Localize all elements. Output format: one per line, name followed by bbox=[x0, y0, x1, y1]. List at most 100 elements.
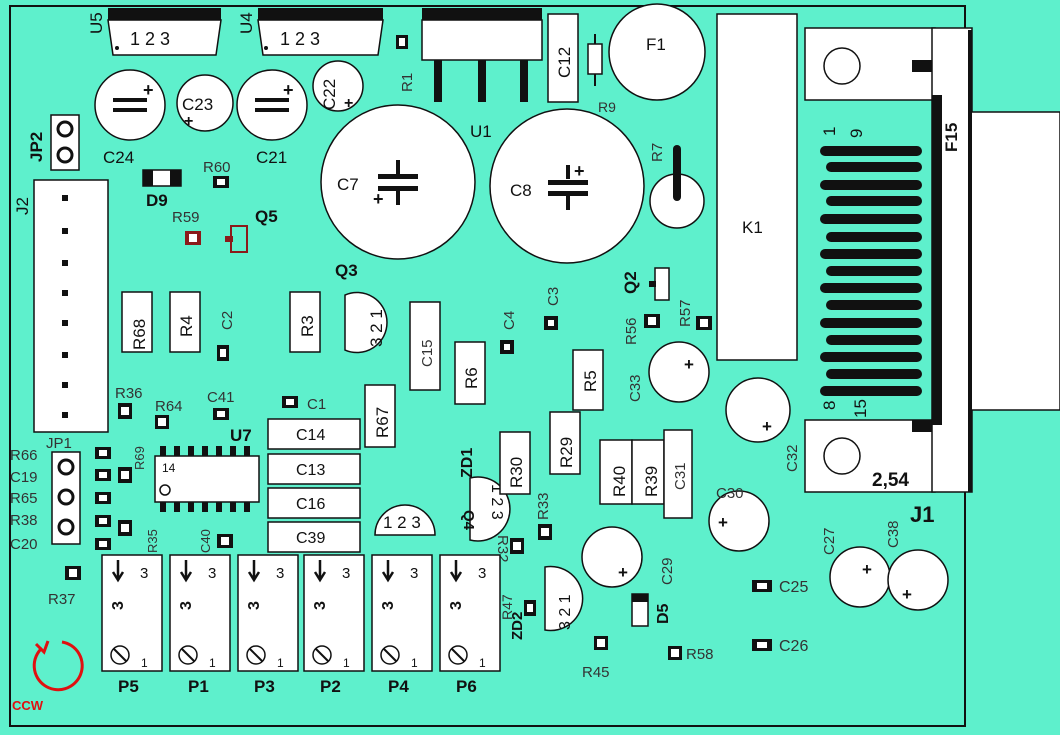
svg-text:R4: R4 bbox=[177, 315, 196, 337]
capacitor-c3: C3 bbox=[544, 287, 562, 330]
ic-u7: 14 U7 bbox=[154, 426, 260, 512]
svg-text:3 2 1: 3 2 1 bbox=[557, 594, 574, 630]
capacitor-c40: C40 bbox=[198, 529, 233, 553]
svg-text:1: 1 bbox=[820, 127, 839, 136]
svg-text:C14: C14 bbox=[296, 427, 325, 444]
svg-text:C26: C26 bbox=[779, 638, 808, 655]
svg-text:3: 3 bbox=[110, 601, 127, 610]
capacitor-c8: + C8 bbox=[489, 108, 645, 264]
capacitor-c30: + C30 bbox=[708, 485, 770, 552]
svg-text:Q5: Q5 bbox=[255, 207, 278, 226]
svg-text:C4: C4 bbox=[501, 311, 518, 330]
svg-text:1: 1 bbox=[343, 656, 350, 670]
svg-text:R39: R39 bbox=[642, 466, 661, 497]
resistor-r64: R64 bbox=[155, 398, 183, 429]
resistor-r58: R58 bbox=[668, 646, 714, 663]
svg-text:R29: R29 bbox=[557, 437, 576, 468]
j1-pins bbox=[820, 146, 922, 396]
svg-text:Q2: Q2 bbox=[621, 271, 640, 294]
capacitor-c31: C31 bbox=[663, 429, 693, 519]
resistor-r68: R68 bbox=[121, 291, 153, 353]
svg-text:R57: R57 bbox=[677, 299, 694, 327]
capacitor-c1: C1 bbox=[282, 396, 326, 413]
resistor-r47: R47 bbox=[499, 594, 536, 620]
resistor-r5: R5 bbox=[572, 349, 604, 411]
transistor-q5: Q5 bbox=[225, 207, 278, 253]
svg-text:3: 3 bbox=[478, 565, 486, 582]
svg-text:1: 1 bbox=[411, 656, 418, 670]
transistor-to92: 1 2 3 bbox=[374, 504, 436, 536]
svg-text:1: 1 bbox=[479, 656, 486, 670]
svg-text:+: + bbox=[618, 563, 628, 582]
resistor-r9: R9 bbox=[587, 34, 616, 115]
svg-text:C30: C30 bbox=[716, 485, 744, 502]
capacitor-c39: C39 bbox=[267, 521, 361, 553]
svg-text:R37: R37 bbox=[48, 591, 76, 608]
svg-text:C2: C2 bbox=[219, 311, 236, 330]
svg-text:C15: C15 bbox=[419, 339, 436, 367]
transistor-q3: 3 2 1 Q3 bbox=[335, 261, 388, 354]
svg-text:3: 3 bbox=[140, 565, 148, 582]
svg-text:3: 3 bbox=[246, 601, 263, 610]
svg-text:+: + bbox=[684, 355, 694, 374]
svg-text:U7: U7 bbox=[230, 426, 252, 445]
transistor-zd2: 3 2 1 ZD2 bbox=[509, 565, 584, 640]
pot-p3: 3 3 1 P3 bbox=[237, 554, 299, 696]
svg-text:C33: C33 bbox=[627, 374, 644, 402]
svg-text:R68: R68 bbox=[130, 319, 149, 350]
svg-text:3: 3 bbox=[276, 565, 284, 582]
svg-text:P2: P2 bbox=[320, 677, 341, 696]
connector-j1: 1 9 8 15 F15 2,54 J1 bbox=[804, 27, 1060, 527]
capacitor-c2: C2 bbox=[217, 311, 236, 361]
capacitor-c41: C41 bbox=[207, 389, 235, 420]
label-c19: C19 bbox=[10, 469, 38, 486]
svg-text:P6: P6 bbox=[456, 677, 477, 696]
zener-zd1: ZD1 bbox=[459, 448, 476, 478]
resistor-r57: R57 bbox=[677, 299, 712, 330]
resistor-r40: R40 bbox=[599, 439, 633, 505]
capacitor-c29: + C29 bbox=[581, 526, 676, 588]
svg-text:C16: C16 bbox=[296, 496, 325, 513]
resistor-r30: R30 bbox=[499, 431, 531, 495]
jumper-jp1: JP1 bbox=[46, 435, 81, 545]
pot-p2: 3 3 1 P2 bbox=[303, 554, 365, 696]
resistor-r69: R69 bbox=[118, 446, 147, 483]
svg-text:3: 3 bbox=[208, 565, 216, 582]
svg-text:C7: C7 bbox=[337, 175, 359, 194]
svg-text:R33: R33 bbox=[535, 492, 552, 520]
svg-text:D5: D5 bbox=[655, 603, 672, 624]
svg-text:Q3: Q3 bbox=[335, 261, 358, 280]
svg-text:1 2 3: 1 2 3 bbox=[280, 29, 320, 49]
pot-p4: 3 3 1 P4 bbox=[371, 554, 433, 696]
svg-text:+: + bbox=[862, 560, 872, 579]
capacitor-c24: + C24 bbox=[94, 69, 166, 167]
svg-text:J2: J2 bbox=[13, 197, 32, 215]
svg-text:P5: P5 bbox=[118, 677, 139, 696]
svg-text:C39: C39 bbox=[296, 530, 325, 547]
svg-text:3: 3 bbox=[342, 565, 350, 582]
svg-text:14: 14 bbox=[162, 461, 176, 475]
svg-text:C13: C13 bbox=[296, 462, 325, 479]
pot-p5: 3 3 1 P5 bbox=[101, 554, 163, 696]
svg-text:C24: C24 bbox=[103, 148, 134, 167]
connector-j2: J2 bbox=[13, 179, 109, 433]
svg-text:R7: R7 bbox=[649, 143, 666, 162]
svg-text:C8: C8 bbox=[510, 181, 532, 200]
svg-text:3: 3 bbox=[178, 601, 195, 610]
svg-text:3 2 1: 3 2 1 bbox=[367, 309, 386, 347]
svg-text:+: + bbox=[718, 513, 728, 532]
smd-column bbox=[95, 447, 111, 550]
svg-text:ZD2: ZD2 bbox=[509, 612, 526, 640]
svg-text:R60: R60 bbox=[203, 159, 231, 176]
svg-text:9: 9 bbox=[847, 129, 866, 138]
svg-text:JP2: JP2 bbox=[27, 132, 46, 162]
capacitor-c16: C16 bbox=[267, 487, 361, 519]
svg-text:R47: R47 bbox=[499, 594, 515, 620]
svg-text:R3: R3 bbox=[298, 315, 317, 337]
resistor-r39: R39 bbox=[631, 439, 665, 505]
svg-text:R30: R30 bbox=[507, 457, 526, 488]
svg-text:P1: P1 bbox=[188, 677, 209, 696]
resistor-r3: R3 bbox=[289, 291, 321, 353]
svg-text:+: + bbox=[574, 161, 585, 181]
capacitor-c27: + C27 bbox=[821, 527, 891, 608]
